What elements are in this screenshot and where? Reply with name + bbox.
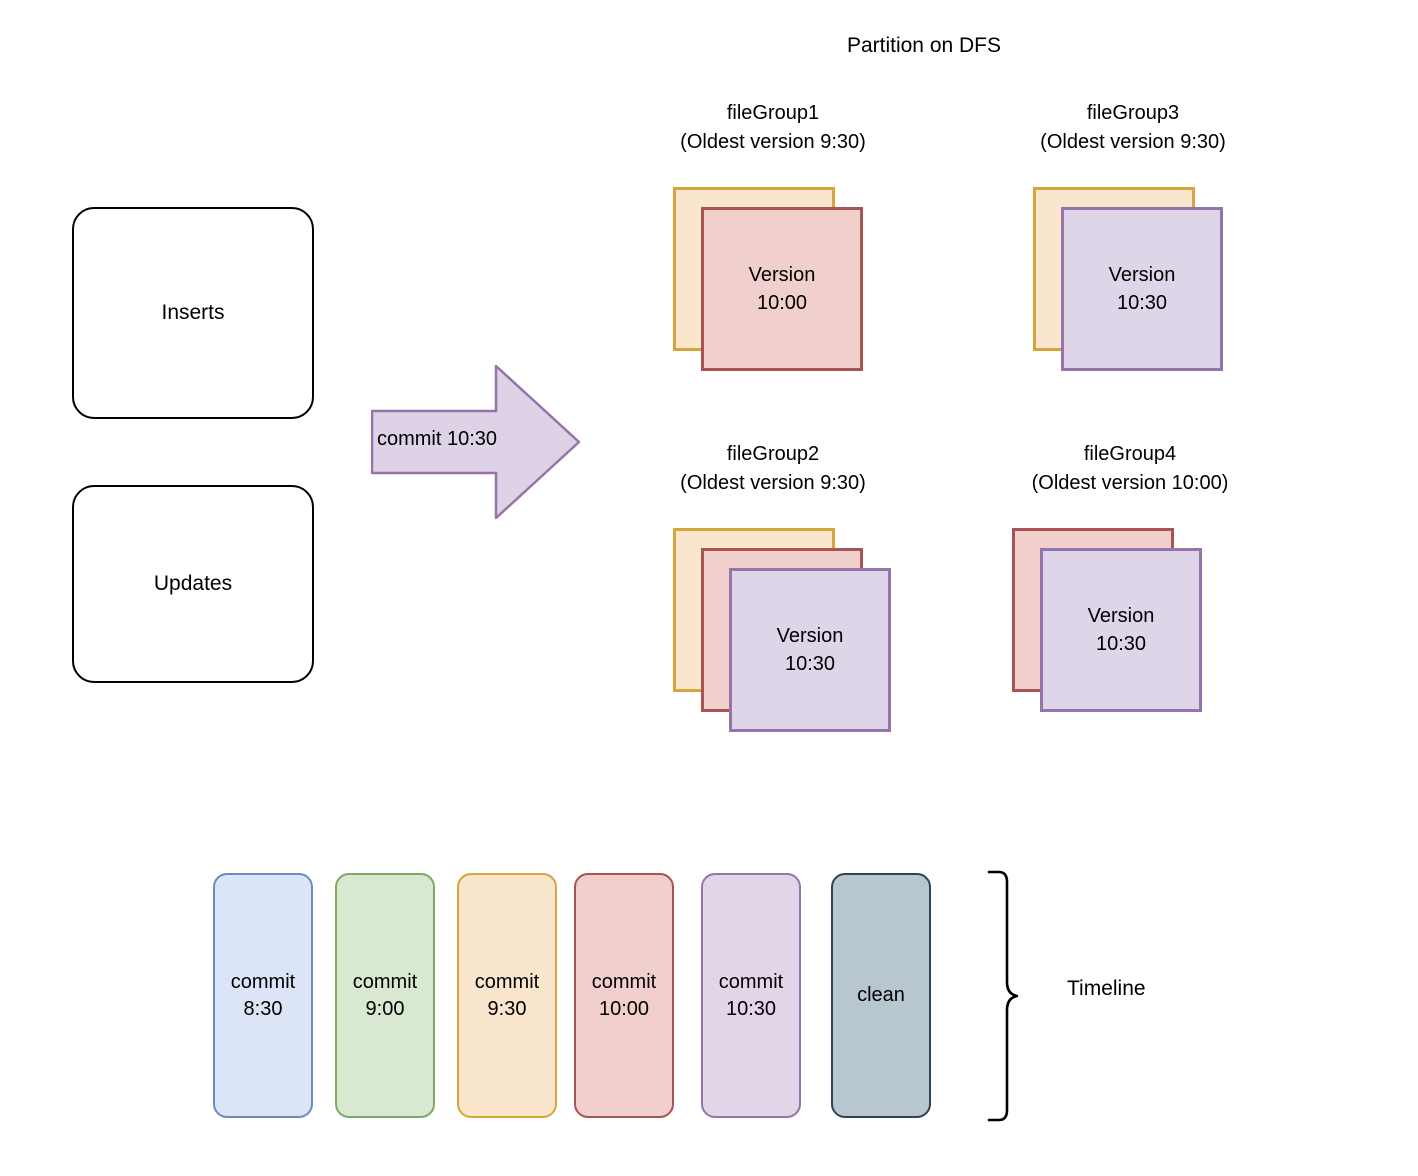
filegroup3-name: fileGroup3 xyxy=(1086,102,1180,124)
filegroup1-name: fileGroup1 xyxy=(726,102,820,124)
filegroup1-subtitle: (Oldest version 9:30) xyxy=(680,131,866,153)
timeline-brace-icon xyxy=(985,866,1025,1126)
timeline-bar-clean[interactable]: clean xyxy=(831,873,931,1118)
page-title: Partition on DFS xyxy=(846,34,1002,57)
source-box-updates-label: Updates xyxy=(153,572,233,595)
filegroup4-name: fileGroup4 xyxy=(1083,443,1177,465)
filegroup2-name: fileGroup2 xyxy=(726,443,820,465)
filegroup2-subtitle: (Oldest version 9:30) xyxy=(680,472,866,494)
timeline-label: Timeline xyxy=(1067,977,1146,1000)
filegroup2-title: fileGroup2 (Oldest version 9:30) xyxy=(633,440,913,498)
source-box-inserts-label: Inserts xyxy=(161,301,225,324)
timeline-bar-label: clean xyxy=(857,984,905,1006)
arrow-right-icon xyxy=(370,364,581,520)
filegroup3-subtitle: (Oldest version 9:30) xyxy=(1040,131,1226,153)
filegroup1-title: fileGroup1 (Oldest version 9:30) xyxy=(633,99,913,157)
commit-arrow: commit 10:30 xyxy=(370,364,581,520)
filegroup4-subtitle: (Oldest version 10:00) xyxy=(1031,472,1229,494)
filegroup4-title: fileGroup4 (Oldest version 10:00) xyxy=(980,440,1280,498)
filegroup3-title: fileGroup3 (Oldest version 9:30) xyxy=(993,99,1273,157)
source-box-inserts: Inserts xyxy=(72,207,314,419)
source-box-updates: Updates xyxy=(72,485,314,683)
commit-arrow-label: commit 10:30 xyxy=(376,428,498,450)
